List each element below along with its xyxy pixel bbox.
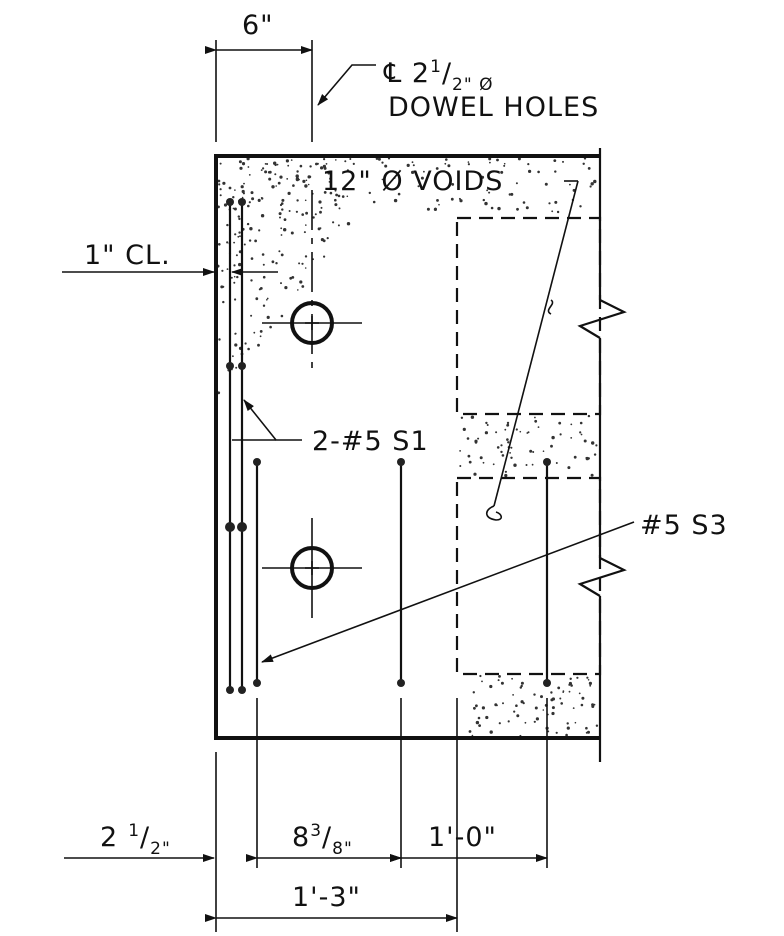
bar-spacing-2-label: 1'-0" — [428, 822, 497, 853]
s1-bars — [225, 198, 247, 694]
voids-label: 12" Ø VOIDS — [322, 166, 503, 197]
concrete-stipple — [216, 157, 599, 737]
dowel-callout: ℄ 21/2" Ø DOWEL HOLES — [317, 57, 599, 123]
dowel-hole-lower — [262, 518, 362, 618]
voids-callout: 12" Ø VOIDS — [322, 166, 579, 521]
dowel-label-line2: DOWEL HOLES — [388, 92, 599, 123]
s3-callout: #5 S3 — [261, 510, 728, 663]
bar-spacing-label: 83/8" — [292, 821, 353, 859]
clear-cover-callout: 1" CL. — [62, 240, 278, 276]
s3-bars — [253, 458, 551, 687]
s1-callout: 2-#5 S1 — [232, 399, 429, 457]
s1-label: 2-#5 S1 — [312, 426, 429, 457]
top-dimension: 6" — [205, 10, 313, 142]
overall-width-label: 1'-3" — [292, 882, 361, 913]
void-outlines — [455, 216, 602, 676]
dowel-hole-upper — [262, 190, 362, 372]
dowel-label-line1: ℄ 21/2" Ø — [383, 57, 493, 95]
top-width-label: 6" — [242, 10, 274, 41]
clear-cover-label: 1" CL. — [84, 240, 171, 271]
s3-label: #5 S3 — [640, 510, 728, 541]
